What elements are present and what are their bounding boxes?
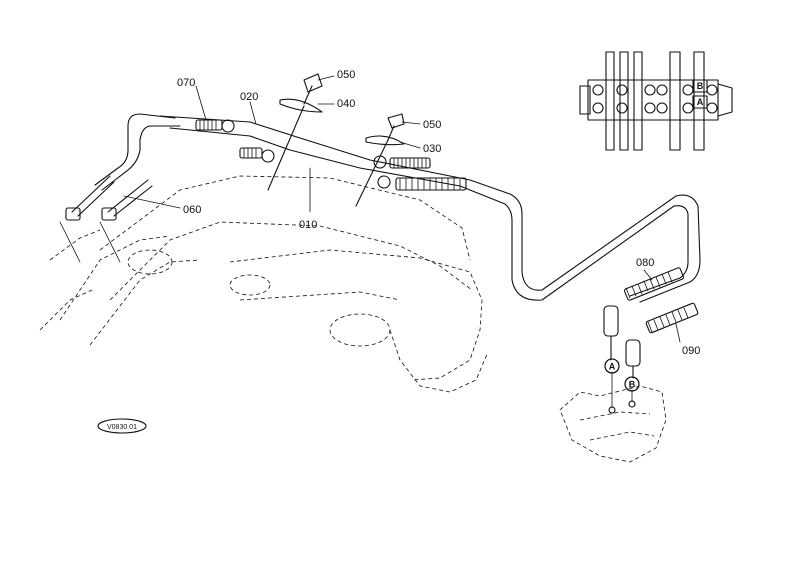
- clamp-040: [267, 73, 323, 191]
- port-marker-a-lower: A: [604, 358, 620, 374]
- hose-030-fittings: [373, 155, 467, 191]
- part-label-060: 060: [183, 204, 201, 216]
- figure-code-stamp: V0830 01: [97, 418, 147, 434]
- port-label-a: A: [609, 362, 616, 372]
- control-valve-block: [579, 51, 733, 151]
- leader-lines: [123, 75, 681, 343]
- boom-body: [39, 175, 489, 393]
- port-marker-b-lower: B: [624, 376, 640, 392]
- lower-control-valve: [559, 371, 667, 463]
- port-label-b: B: [629, 380, 636, 390]
- hose-090: [624, 302, 699, 392]
- part-label-010: 010: [299, 219, 317, 231]
- part-label-050-upper: 050: [337, 69, 355, 81]
- part-label-090: 090: [682, 345, 700, 357]
- part-label-040: 040: [337, 98, 355, 110]
- hose-routing: [94, 113, 701, 303]
- part-labels: 070 020 050 040 050 030 010 060 080 090: [177, 69, 700, 357]
- clamp-030: [355, 113, 405, 207]
- figure-code: V0830 01: [107, 424, 137, 431]
- pipe-060: [59, 175, 153, 263]
- valve-port-label-b: B: [697, 81, 704, 91]
- part-label-070: 070: [177, 77, 195, 89]
- part-label-080: 080: [636, 257, 654, 269]
- part-label-020: 020: [240, 91, 258, 103]
- hose-080: [603, 267, 685, 374]
- valve-port-label-a: A: [697, 97, 704, 107]
- part-label-050-lower: 050: [423, 119, 441, 131]
- hose-020-070: [195, 119, 275, 163]
- part-label-030: 030: [423, 143, 441, 155]
